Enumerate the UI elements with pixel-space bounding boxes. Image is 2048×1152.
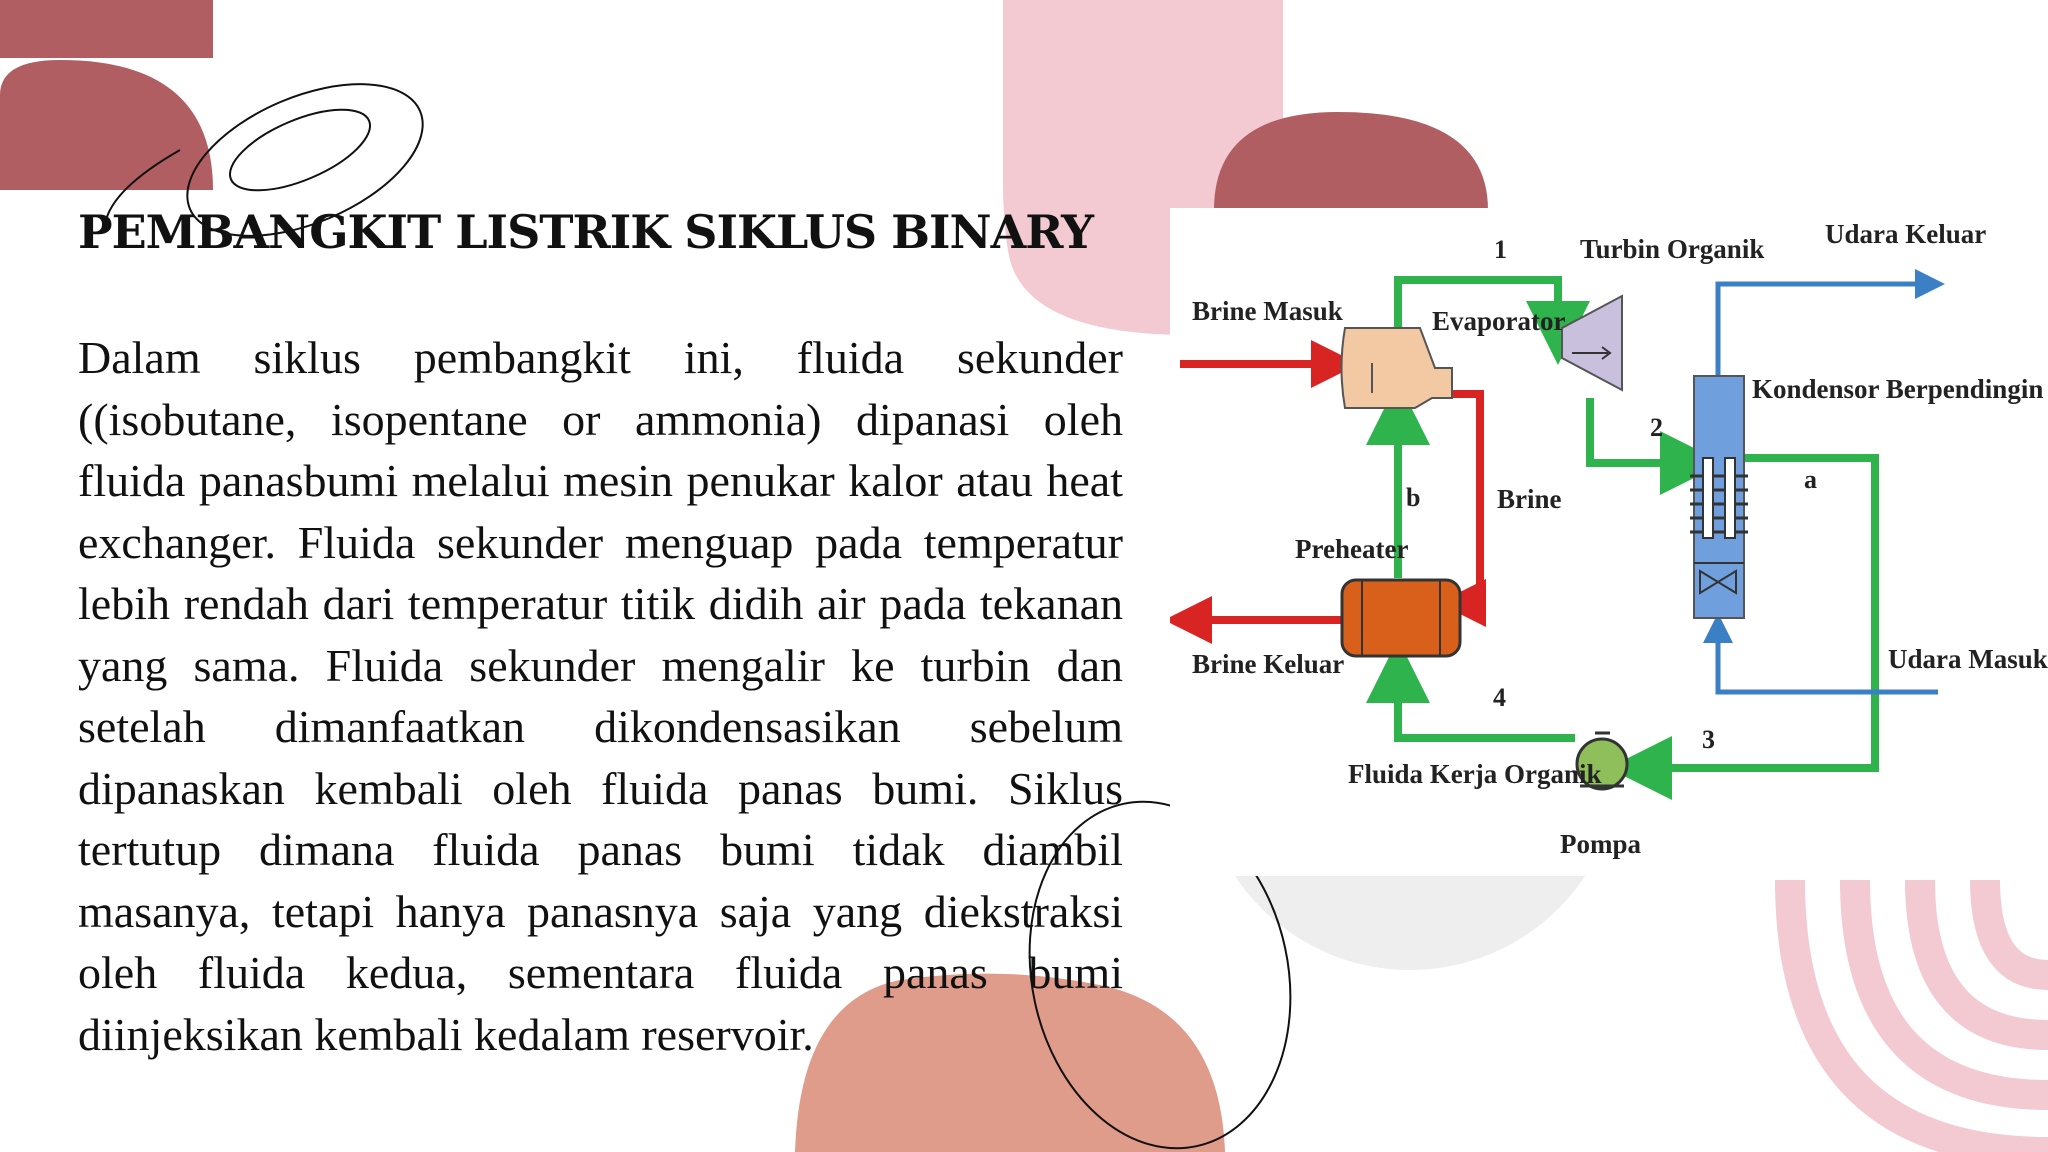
decor-maroon-arch (0, 60, 213, 190)
label-udara-keluar: Udara Keluar (1825, 219, 1986, 249)
diagram-svg: Brine Masuk Evaporator Turbin Organik Ud… (1164, 219, 2048, 859)
air-in (1703, 613, 1938, 695)
working-fluid-loop (1366, 276, 1879, 800)
pump (1575, 737, 1629, 791)
brine-evap-to-preheater (1438, 390, 1486, 627)
point-1: 1 (1494, 235, 1507, 264)
binary-cycle-diagram: Brine Masuk Evaporator Turbin Organik Ud… (1164, 208, 2048, 876)
slide-body-text: Dalam siklus pembangkit ini, fluida seku… (78, 332, 1123, 1060)
preheater (1340, 578, 1462, 658)
label-fluida-kerja-organik: Fluida Kerja Organik (1348, 759, 1602, 789)
flow-3-condenser-to-pump (1608, 454, 1879, 800)
decor-line-oval (1028, 800, 1292, 1150)
point-3: 3 (1702, 725, 1715, 754)
label-preheater: Preheater (1295, 534, 1408, 564)
evaporator (1340, 327, 1453, 409)
point-2: 2 (1650, 413, 1663, 442)
air-flow (1703, 269, 1945, 695)
flow-1-evap-to-turbine (1394, 276, 1590, 365)
label-brine-keluar: Brine Keluar (1192, 649, 1344, 679)
label-evaporator: Evaporator (1432, 306, 1566, 336)
point-a: a (1804, 465, 1817, 494)
decor-salmon-circle (795, 973, 1225, 1152)
point-b: b (1406, 483, 1420, 512)
decor-pink-arcs (1775, 879, 2048, 1152)
decor-line-loops (104, 83, 424, 237)
organic-turbine (1561, 294, 1623, 392)
air-out (1715, 269, 1945, 376)
flow-2-turbine-to-condenser (1586, 398, 1724, 495)
label-brine-masuk: Brine Masuk (1192, 296, 1343, 326)
label-pompa: Pompa (1560, 829, 1642, 859)
point-4: 4 (1493, 683, 1506, 712)
label-udara-masuk: Udara Masuk (1888, 644, 2048, 674)
decor-maroon-bar (0, 0, 213, 58)
brine-flow (1164, 340, 1486, 644)
label-turbin-organik: Turbin Organik (1580, 234, 1764, 264)
label-brine: Brine (1497, 484, 1562, 514)
condenser-fan-icon (1694, 562, 1744, 595)
label-kondensor: Kondensor Berpendingin Udara (1752, 374, 2048, 404)
decor-maroon-dome (1214, 112, 1488, 210)
slide-title: PEMBANGKIT LISTRIK SIKLUS BINARY (78, 205, 1094, 259)
flow-4-pump-to-preheater (1366, 639, 1575, 742)
